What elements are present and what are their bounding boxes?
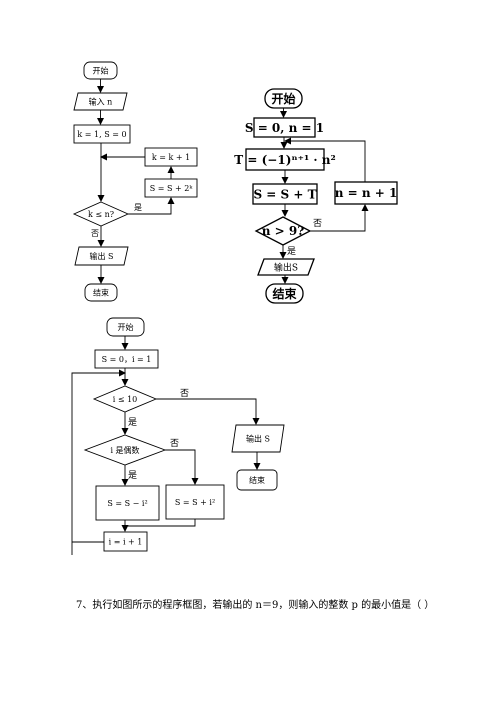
fc-yes1-label: 是 [128, 417, 137, 428]
fc-condition1-label: i ≤ 10 [113, 395, 138, 404]
fb-init-label: S = 0, n = 1 [245, 121, 324, 135]
fa-arrow-yes [128, 197, 175, 215]
fa-end-label: 结束 [93, 288, 109, 298]
fc-branch-even-node [95, 485, 160, 521]
fa-input-label: 输入 n [89, 97, 113, 107]
fb-update-s-label: S = S + T [253, 188, 316, 202]
fb-no-label: 否 [313, 218, 322, 229]
fb-compute-t-label: T = (−1)ⁿ⁺¹ · n² [234, 153, 335, 167]
fa-no-label: 否 [91, 229, 99, 238]
fb-end-node [265, 283, 304, 304]
fa-update-s-label: S = S + 2ᵏ [150, 184, 194, 193]
flowchart-c: 开始 S = 0，i = 1 i ≤ 10 否 是 i 是偶数 否 是 S = … [71, 317, 285, 555]
fc-branch-odd-node [165, 484, 225, 520]
fb-output-node [257, 258, 315, 276]
flowchart-a: 开始 输入 n k = 1, S = 0 k = k + 1 S = S + 2… [72, 61, 198, 302]
fb-yes-label: 是 [287, 246, 296, 257]
question-text: 7、执行如图所示的程序框图，若输出的 n＝9，则输入的整数 p 的最小值是（ ） [76, 598, 434, 611]
fc-condition2-label: i 是偶数 [110, 445, 139, 455]
fa-yes-label: 是 [134, 203, 142, 212]
fc-init-label: S = 0，i = 1 [102, 355, 152, 364]
fa-output-node [74, 246, 129, 266]
fa-init-node [73, 124, 131, 144]
fb-update-n-label: n = n + 1 [335, 186, 398, 200]
fb-condition-label: n > 9? [262, 224, 305, 238]
fb-update-n-node [334, 181, 398, 205]
fc-start-label: 开始 [118, 322, 134, 332]
fc-end-label: 结束 [249, 475, 265, 485]
fc-output-node [231, 424, 285, 453]
fc-branch-even-label: S = S − i² [107, 499, 147, 508]
fa-output-label: 输出 S [89, 251, 113, 261]
fa-init-label: k = 1, S = 0 [77, 130, 126, 139]
fc-no1-label: 否 [180, 388, 189, 399]
fc-no2-label: 否 [170, 438, 179, 449]
fa-input-node [73, 92, 128, 111]
fc-start-node [106, 317, 145, 337]
fc-yes2-label: 是 [128, 470, 137, 481]
fc-output-label: 输出 S [246, 434, 270, 444]
fc-arrow-no1 [156, 398, 260, 425]
fa-end-node [84, 283, 118, 302]
fc-increment-label: i = i + 1 [109, 538, 143, 547]
fc-end-node [236, 469, 278, 491]
flowchart-b: 开始 S = 0, n = 1 T = (−1)ⁿ⁺¹ · n² S = S +… [234, 88, 398, 304]
fc-arrow-no2 [165, 449, 199, 485]
fc-increment-node [103, 531, 148, 552]
fa-update-k-label: k = k + 1 [152, 153, 190, 162]
fc-init-node [94, 349, 159, 369]
fc-branch-odd-label: S = S + i² [175, 498, 215, 507]
fb-init-node [253, 117, 316, 138]
fb-arrow-no [310, 204, 369, 232]
fa-start-label: 开始 [93, 66, 109, 76]
fb-start-label: 开始 [271, 91, 295, 106]
fc-arrow-odd-merge [125, 519, 196, 527]
fa-condition-label: k ≤ n? [88, 210, 114, 219]
fb-output-label: 输出S [274, 262, 298, 274]
fb-arrow-loop-back [284, 137, 366, 182]
fb-end-label: 结束 [272, 286, 297, 301]
